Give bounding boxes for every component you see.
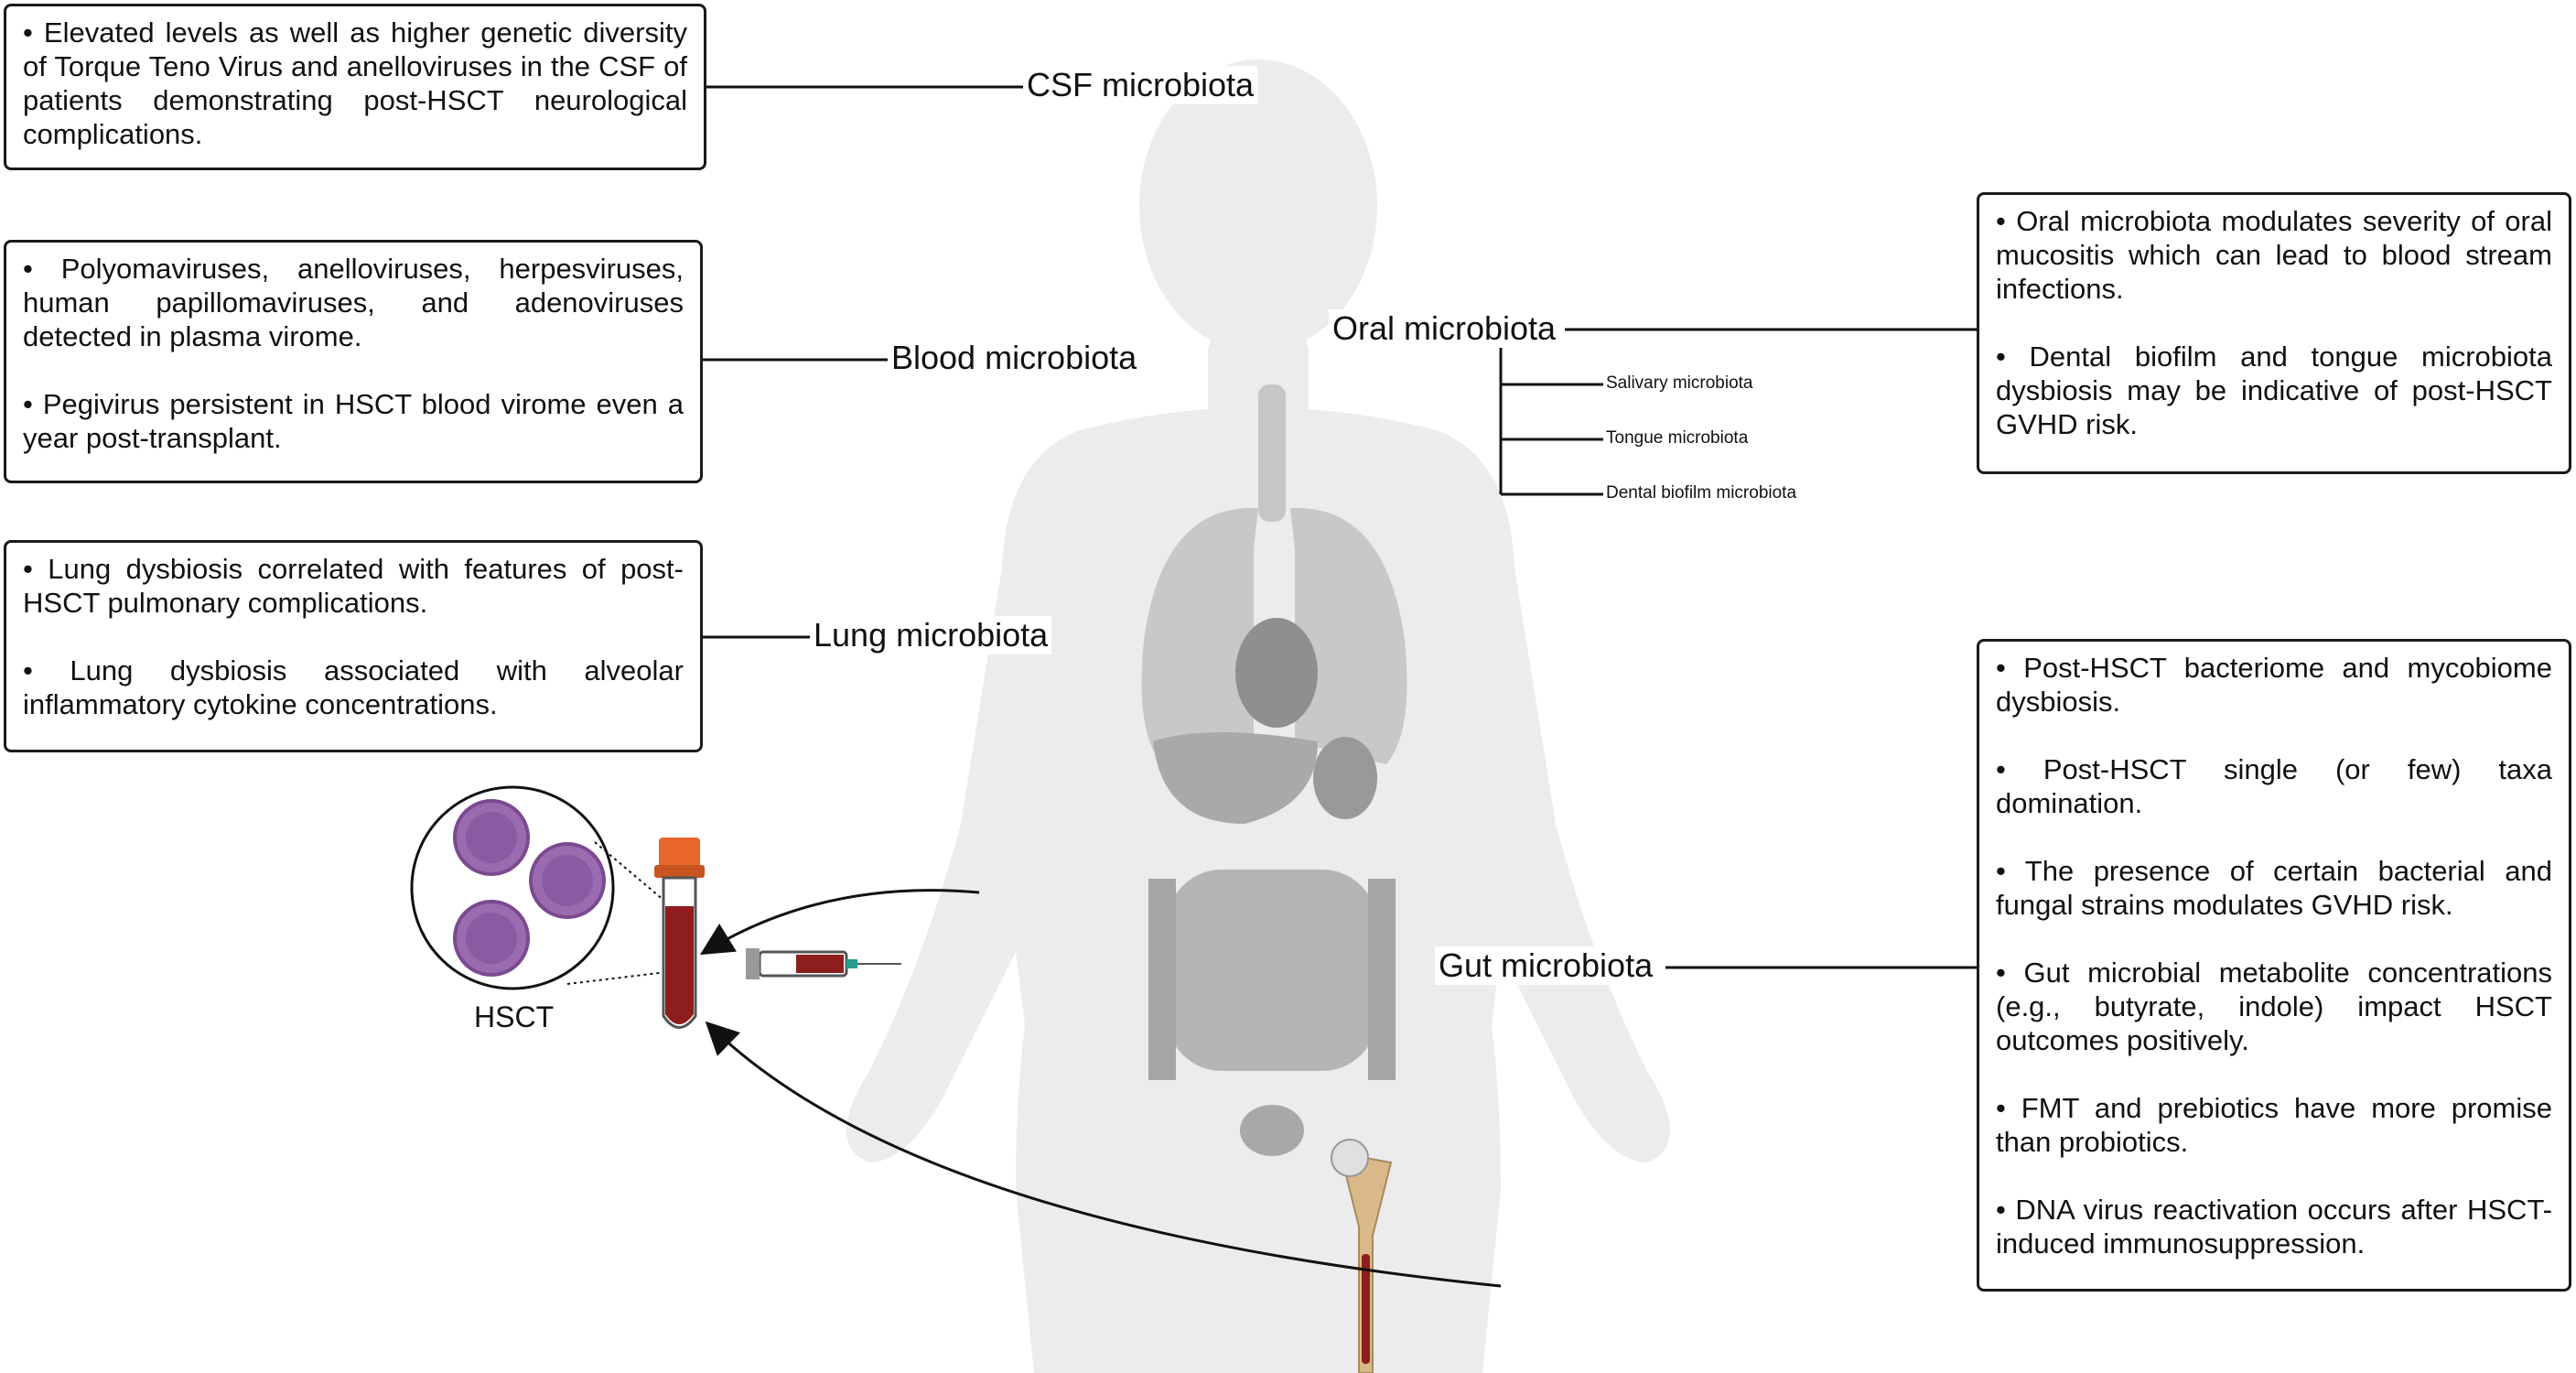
- syringe: [746, 948, 901, 979]
- oral-info-box: • Oral microbiota modulates severity of …: [1977, 192, 2571, 474]
- lung-bullet-2: • Lung dysbiosis associated with alveola…: [23, 654, 684, 720]
- intestines: [1167, 870, 1377, 1071]
- dental-biofilm-microbiota-label: Dental biofilm microbiota: [1606, 483, 1797, 503]
- blood-info-box: • Polyomaviruses, anelloviruses, herpesv…: [4, 240, 703, 483]
- hsct-label: HSCT: [474, 1000, 555, 1033]
- lung-bullet-1: • Lung dysbiosis correlated with feature…: [23, 553, 684, 619]
- salivary-microbiota-label: Salivary microbiota: [1606, 373, 1753, 393]
- csf-bullet-1: • Elevated levels as well as higher gene…: [23, 16, 687, 150]
- stomach: [1313, 737, 1377, 819]
- tongue-microbiota-label: Tongue microbiota: [1606, 428, 1749, 448]
- blood-microbiota-label: Blood microbiota: [888, 339, 1141, 377]
- gut-bullet-3: • The presence of certain bacterial and …: [1996, 855, 2552, 921]
- left-lung: [1141, 507, 1258, 764]
- gut-bullet-2: • Post-HSCT single (or few) taxa dominat…: [1996, 753, 2552, 819]
- liver: [1153, 732, 1318, 824]
- oral-microbiota-label: Oral microbiota: [1329, 309, 1560, 348]
- colon: [1148, 879, 1396, 1080]
- blood-bullet-2: • Pegivirus persistent in HSCT blood vir…: [23, 388, 684, 454]
- bladder: [1240, 1105, 1304, 1156]
- lung-info-box: • Lung dysbiosis correlated with feature…: [4, 540, 703, 752]
- trachea: [1258, 384, 1286, 522]
- stem-cells-magnified: [410, 785, 615, 990]
- csf-info-box: • Elevated levels as well as higher gene…: [4, 4, 706, 170]
- blood-tube: [654, 838, 705, 1029]
- arrow-blood-to-tube: [699, 889, 980, 956]
- gut-bullet-5: • FMT and prebiotics have more promise t…: [1996, 1092, 2552, 1158]
- gut-info-box: • Post-HSCT bacteriome and mycobiome dys…: [1977, 639, 2571, 1292]
- organs: [1141, 384, 1407, 1156]
- arrows: [699, 889, 1502, 1288]
- lung-microbiota-label: Lung microbiota: [810, 616, 1052, 654]
- right-lung: [1290, 507, 1407, 764]
- connector-lines: [692, 85, 1981, 969]
- femur-bone: [1331, 1139, 1393, 1373]
- oral-bullet-2: • Dental biofilm and tongue microbiota d…: [1996, 341, 2552, 440]
- gut-microbiota-label: Gut microbiota: [1435, 946, 1657, 985]
- gut-bullet-1: • Post-HSCT bacteriome and mycobiome dys…: [1996, 652, 2552, 718]
- csf-microbiota-label: CSF microbiota: [1023, 66, 1258, 104]
- oral-bullet-1: • Oral microbiota modulates severity of …: [1996, 205, 2552, 305]
- blood-bullet-1: • Polyomaviruses, anelloviruses, herpesv…: [23, 253, 684, 352]
- heart: [1235, 618, 1318, 728]
- gut-bullet-4: • Gut microbial metabolite concentration…: [1996, 957, 2552, 1056]
- gut-bullet-6: • DNA virus reactivation occurs after HS…: [1996, 1194, 2552, 1259]
- arrow-bone-to-tube: [705, 1021, 1502, 1288]
